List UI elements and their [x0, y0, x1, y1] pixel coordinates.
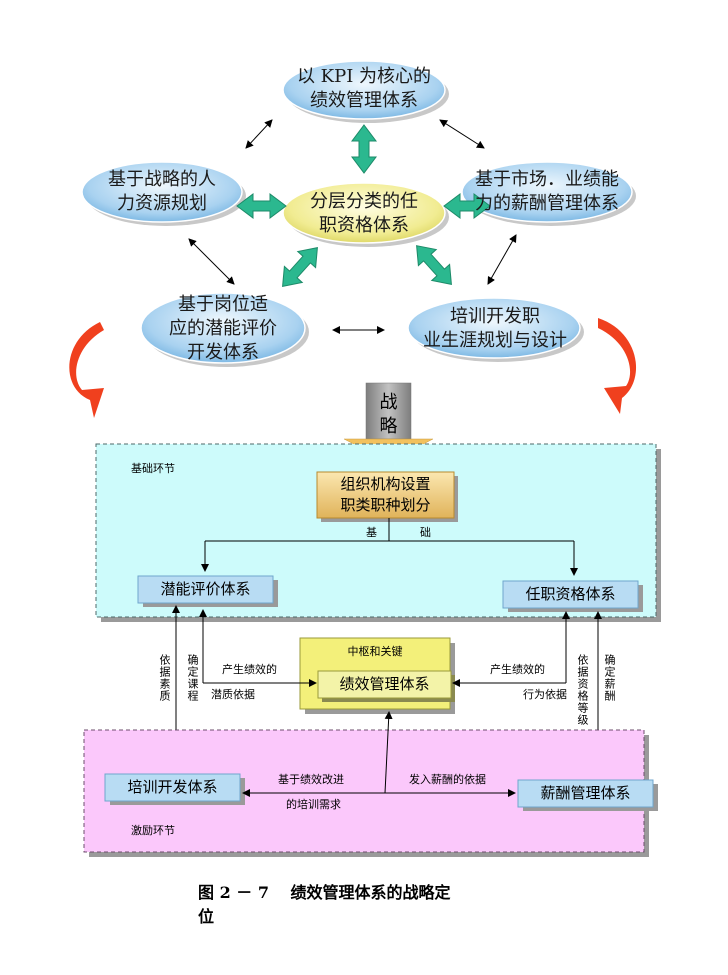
ellipse-top-text: 以 KPI 为核心的 绩效管理体系	[296, 66, 432, 111]
training-box-label: 培训开发体系	[127, 778, 218, 796]
core-right-bottom: 行为依据	[523, 688, 567, 701]
ellipse-bottom-right	[407, 297, 581, 359]
ellipse-top-label: 以 KPI 为核心的 绩效管理体系	[284, 65, 444, 113]
potential-box-label: 潜能评价体系	[160, 580, 251, 598]
base-label-right: 础	[420, 526, 431, 539]
org-box-text: 组织机构设置 职类职种划分	[340, 475, 431, 514]
ellipse-group	[81, 60, 636, 367]
strategy-label: 战 略	[366, 391, 411, 439]
thin-double-arrow	[188, 238, 235, 285]
base-label-left: 基	[366, 526, 377, 539]
core-left-bottom: 潜质依据	[211, 688, 255, 701]
teal-arrows	[236, 124, 491, 287]
ellipse-bottom-right-label: 培训开发职 业生涯规划与设计	[410, 305, 580, 353]
foundation-lines	[201, 518, 578, 576]
qualification-box	[502, 580, 639, 609]
ellipse-left	[81, 161, 243, 223]
curved-red-arrow-icon	[598, 318, 637, 414]
core-title: 中枢和关键	[347, 645, 403, 658]
teal-double-arrow	[236, 193, 287, 219]
strategy-text: 战 略	[379, 392, 398, 437]
ellipse-right-text: 基于市场．业绩能 力的薪酬管理体系	[475, 169, 619, 214]
teal-double-arrow	[282, 247, 318, 287]
core-right-top: 产生绩效的	[490, 663, 545, 676]
core-box-label: 绩效管理体系	[339, 675, 430, 693]
ellipse-bottom-left	[140, 292, 306, 364]
figure-caption: 图 2 － 7 绩效管理体系的战略定 位	[198, 881, 518, 929]
salary-box-label: 薪酬管理体系	[540, 784, 631, 802]
thin-arrows	[188, 119, 517, 334]
label-improve-1: 基于绩效改进	[278, 773, 344, 786]
ellipse-right	[461, 161, 633, 223]
thin-double-arrow	[487, 234, 517, 285]
ellipse-center-label: 分层分类的任 职资格体系	[284, 190, 444, 238]
vlabel-set-course: 确定课程	[186, 654, 199, 702]
curved-red-arrow-icon	[69, 322, 104, 418]
incentive-section-label: 激励环节	[131, 824, 175, 837]
training-box	[104, 773, 241, 802]
teal-double-arrow	[443, 193, 491, 219]
foundation-section-label: 基础环节	[131, 462, 175, 475]
qualification-box-label: 任职资格体系	[525, 585, 616, 603]
ellipse-center	[282, 182, 446, 244]
thin-double-arrow	[439, 119, 485, 149]
ellipse-left-text: 基于战略的人 力资源规划	[108, 169, 216, 214]
ellipse-top	[282, 60, 446, 120]
ellipse-left-label: 基于战略的人 力资源规划	[84, 168, 240, 216]
core-left-top: 产生绩效的	[222, 663, 277, 676]
salary-box	[517, 779, 654, 808]
ellipse-bottom-left-text: 基于岗位适 应的潜能评价 开发体系	[169, 294, 277, 363]
teal-double-arrow	[351, 124, 377, 174]
ellipse-bottom-right-text: 培训开发职 业生涯规划与设计	[423, 306, 567, 351]
label-improve-2: 的培训需求	[286, 798, 341, 811]
incentive-lines	[242, 711, 516, 797]
ellipse-center-text: 分层分类的任 职资格体系	[310, 191, 418, 236]
ellipse-bottom-left-label: 基于岗位适 应的潜能评价 开发体系	[143, 293, 303, 365]
figure-caption-text: 图 2 － 7 绩效管理体系的战略定 位	[198, 883, 451, 926]
potential-box	[137, 575, 274, 604]
core-box	[317, 670, 452, 699]
org-box-label: 组织机构设置 职类职种划分	[317, 474, 454, 516]
teal-double-arrow	[416, 245, 452, 285]
org-box	[316, 471, 455, 519]
ellipse-right-label: 基于市场．业绩能 力的薪酬管理体系	[462, 168, 632, 216]
label-salary-basis: 发入薪酬的依据	[409, 773, 486, 786]
vlabel-set-salary: 确定薪酬	[603, 654, 616, 702]
vlabel-basis-grade: 依据资格等级	[576, 654, 589, 726]
vlabel-basis-quality: 依据素质	[158, 654, 171, 702]
thin-double-arrow	[245, 119, 273, 149]
